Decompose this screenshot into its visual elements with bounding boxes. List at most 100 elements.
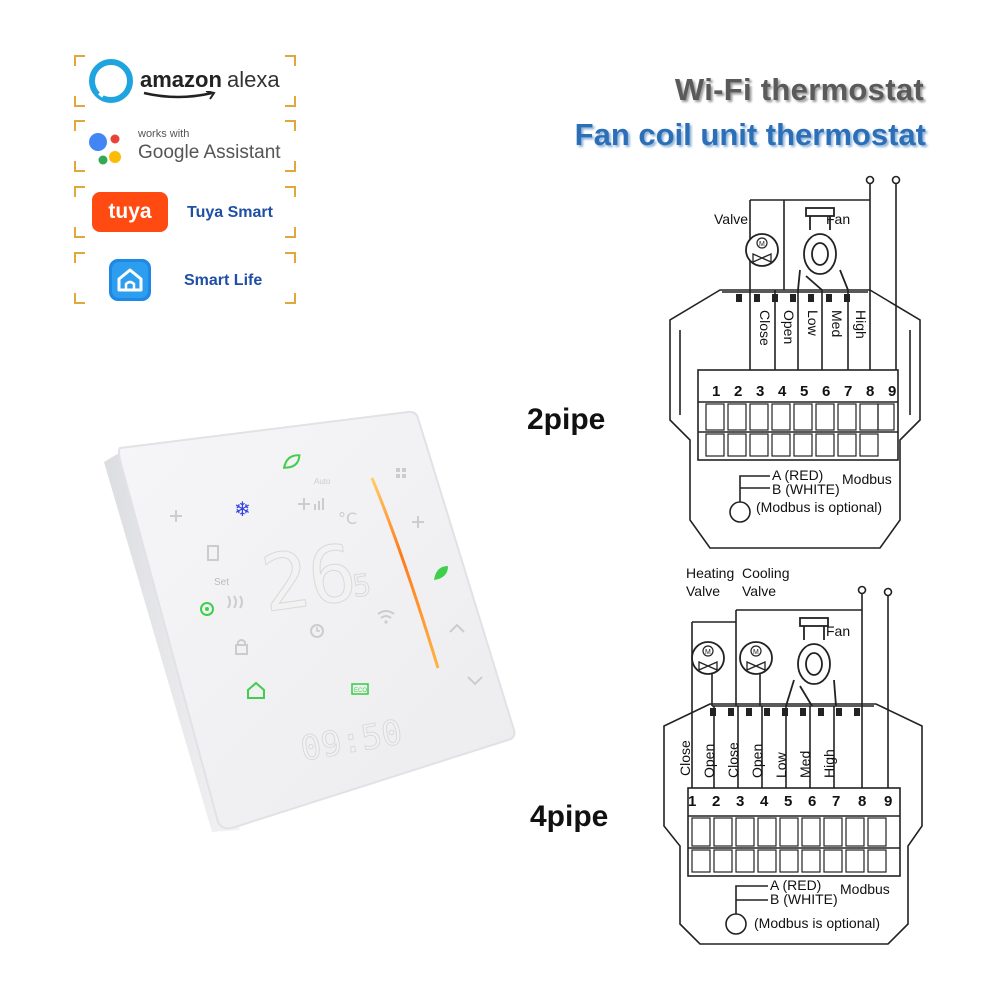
amazon-smile-icon	[143, 91, 216, 100]
fan-motor-icon-4pipe	[785, 617, 837, 707]
cooling-valve-motor-letter: M	[753, 649, 759, 656]
smart-life-text: Smart Life	[184, 272, 263, 289]
temperature-decimal: 5	[351, 568, 374, 605]
fan-coil-title: Fan coil unit thermostat	[574, 117, 926, 152]
lock-icon	[235, 639, 248, 655]
terminal-block	[697, 369, 899, 461]
clock-icon	[310, 624, 324, 638]
wiring-diagram-2pipe: Valve M Fan Close Open Low Med High 1 2 …	[669, 175, 921, 549]
modbus-optional-note: (Modbus is optional)	[756, 499, 882, 515]
alexa-badge: amazon alexa	[74, 55, 296, 107]
glass-face	[118, 410, 516, 830]
top-connector	[736, 294, 850, 302]
terminal-4p-7: 7	[832, 793, 840, 810]
cooling-label-1: Cooling	[742, 566, 789, 581]
wire-heating-open: Open	[701, 744, 717, 778]
2pipe-label: 2pipe	[527, 403, 606, 436]
terminal-4p-1: 1	[688, 793, 696, 810]
alexa-ring-icon	[89, 59, 133, 103]
temperature-unit: °C	[338, 509, 357, 528]
terminal-5: 5	[800, 383, 808, 400]
heating-valve-motor-letter: M	[705, 649, 711, 656]
up-icon	[449, 623, 465, 633]
terminal-4: 4	[778, 383, 787, 400]
wire-med: Med	[829, 310, 845, 337]
terminal-2: 2	[734, 383, 742, 400]
modbus-label-4pipe: Modbus	[840, 881, 890, 897]
wifi-thermostat-title: Wi-Fi thermostat	[674, 72, 924, 107]
terminal-block-4pipe	[687, 787, 901, 877]
terminal-4p-9: 9	[884, 793, 892, 810]
tuya-smart-text: Tuya Smart	[187, 204, 273, 221]
modbus-b-label-4pipe: B (WHITE)	[770, 891, 838, 907]
auto-mode-icon	[200, 602, 214, 616]
wire-low-4pipe: Low	[773, 751, 789, 778]
heating-label-2: Valve	[686, 583, 720, 599]
valve-motor-icon: M	[745, 233, 779, 267]
4pipe-label: 4pipe	[530, 800, 609, 833]
window-icon	[207, 545, 219, 561]
terminal-4p-4: 4	[760, 793, 769, 810]
wire-high-4pipe: High	[821, 749, 837, 778]
modbus-a-label: A (RED)	[772, 467, 823, 483]
green-leaf-icon	[434, 566, 448, 580]
cooling-label-2: Valve	[742, 583, 776, 599]
top-connector-4pipe	[710, 708, 860, 716]
amazon-text: amazon	[140, 67, 222, 92]
eco-badge-icon: ECO	[351, 683, 369, 695]
modbus-a-label-4pipe: A (RED)	[770, 877, 821, 893]
set-label: Set	[214, 577, 229, 588]
terminal-1: 1	[712, 383, 720, 400]
google-assistant-icon	[89, 133, 121, 165]
terminal-9: 9	[888, 383, 896, 400]
modbus-b-label: B (WHITE)	[772, 481, 840, 497]
thermostat-device	[104, 410, 516, 832]
wire-open: Open	[781, 310, 797, 344]
down-icon	[467, 676, 483, 686]
temperature-light-bar	[370, 477, 440, 669]
snowflake-icon: ❄	[234, 497, 251, 521]
fan-speed-icon	[298, 498, 324, 510]
valve-motor-letter: M	[759, 241, 765, 248]
valve-label: Valve	[714, 211, 748, 227]
terminal-4p-5: 5	[784, 793, 792, 810]
thermostat-display: ❄ Set Auto 26 5 °C ECO 09:50	[170, 454, 483, 770]
wire-high: High	[853, 310, 869, 339]
fan-icon	[412, 516, 424, 528]
tuya-logo-text: tuya	[108, 200, 152, 223]
leaf-outline-icon	[282, 454, 301, 469]
terminal-4p-3: 3	[736, 793, 744, 810]
wiring-diagram-4pipe: Heating Valve Cooling Valve M M Fan Clos…	[663, 566, 923, 945]
heating-label-1: Heating	[686, 566, 734, 581]
wire-cooling-open: Open	[749, 744, 765, 778]
alexa-text: alexa	[227, 67, 280, 92]
terminal-4p-2: 2	[712, 793, 720, 810]
terminal-3: 3	[756, 383, 764, 400]
modbus-connector-4pipe	[725, 885, 768, 935]
wire-close: Close	[757, 310, 773, 346]
temperature-value: 26	[256, 528, 362, 630]
wire-cooling-close: Close	[725, 742, 741, 778]
grid-icon	[396, 468, 406, 478]
tuya-logo-icon: tuya	[92, 192, 168, 232]
wire-low: Low	[805, 310, 821, 337]
terminal-4p-6: 6	[808, 793, 816, 810]
wifi-icon	[377, 610, 395, 624]
google-assistant-badge: works with Google Assistant	[74, 120, 296, 172]
heating-icon	[227, 595, 243, 609]
smart-life-home-icon	[109, 259, 151, 301]
terminal-6: 6	[822, 383, 830, 400]
smart-life-badge: Smart Life	[74, 252, 296, 304]
eco-label: ECO	[354, 688, 367, 694]
google-assistant-text: Google Assistant	[138, 142, 281, 163]
fan-motor-icon	[797, 207, 849, 291]
fan-mode-icon	[170, 510, 182, 522]
terminal-7: 7	[844, 383, 852, 400]
modbus-optional-note-4pipe: (Modbus is optional)	[754, 915, 880, 931]
tuya-badge: tuya Tuya Smart	[74, 186, 296, 238]
modbus-label: Modbus	[842, 471, 892, 487]
fan-label-4pipe: Fan	[826, 623, 850, 639]
terminal-8: 8	[866, 383, 874, 400]
works-with-text: works with	[138, 128, 190, 140]
home-icon	[247, 681, 265, 699]
